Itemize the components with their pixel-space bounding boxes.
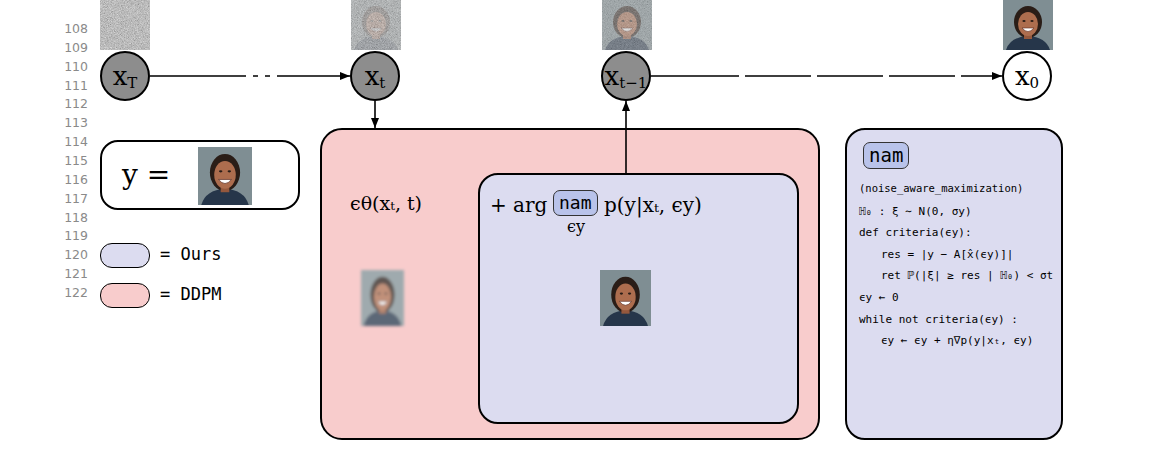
method-fullname: (noise_aware_maximization) (859, 182, 1023, 194)
ddpm-estimate-image (361, 270, 404, 326)
line-number: 120 (64, 247, 88, 262)
text-holder: ϵy ← 0 (859, 286, 899, 305)
noisy-sample-xt-1 (602, 0, 652, 50)
text-holder: 109 (50, 37, 88, 56)
code-line: res = |y − A[x̂(ϵy)]| (881, 248, 1013, 261)
text-holder: 108 (50, 18, 88, 37)
text-holder: = Ours (160, 244, 221, 264)
line-number: 117 (64, 191, 88, 206)
text-holder: ϵθ(xₜ, t) (350, 192, 422, 215)
algorithm-box: (noise_aware_maximization) ℍ₀ : ξ ∼ N(0, … (845, 128, 1063, 440)
legend-text: = DDPM (160, 284, 221, 304)
noisy-sample-xT (100, 0, 150, 50)
text-holder: ℍ₀ : ξ ∼ N(0, σy) (859, 200, 972, 219)
legend-swatch (100, 283, 150, 308)
state-circle: xt (350, 51, 400, 101)
line-number: 114 (64, 134, 88, 149)
state-circle: xt−1 (601, 51, 651, 101)
text-holder: 111 (50, 75, 88, 94)
text-holder: 119 (50, 225, 88, 244)
noise-prediction: ϵθ(xₜ, t) (350, 192, 422, 214)
line-number: 115 (64, 153, 88, 168)
legend-text: = Ours (160, 244, 221, 264)
state-symbol: x (365, 63, 380, 89)
text-holder: 112 (50, 93, 88, 112)
code-line: ϵy ← ϵy + η∇p(y|xₜ, ϵy) (881, 334, 1033, 347)
observation-label: y = (122, 158, 170, 191)
text-holder: ret ℙ(|ξ| ≥ res | ℍ₀) < σt (881, 264, 1053, 283)
state-symbol: x (1015, 63, 1030, 89)
code-line: def criteria(ϵy): (859, 226, 972, 239)
text-holder: 110 (50, 56, 88, 75)
text-holder: = DDPM (160, 284, 221, 304)
state-circle: xT (100, 51, 150, 101)
method-name: nam (869, 144, 903, 166)
text-holder: ϵy ← ϵy + η∇p(y|xₜ, ϵy) (881, 329, 1033, 348)
line-number: 110 (64, 59, 88, 74)
line-number: 109 (64, 40, 88, 55)
text-holder: ϵy (567, 217, 585, 236)
text-holder: + arg (490, 193, 547, 217)
text-holder: 115 (50, 150, 88, 169)
state-symbol: x (605, 63, 620, 89)
text-holder: 121 (50, 263, 88, 282)
guidance-term: + arg (490, 193, 547, 217)
line-number: 113 (64, 115, 88, 130)
line-number: 119 (64, 228, 88, 243)
text-holder: 120 (50, 244, 88, 263)
text-holder: while not criteria(ϵy) : (859, 308, 1018, 327)
text-holder: 118 (50, 207, 88, 226)
line-number: 111 (64, 78, 88, 93)
text-holder: p(y|xₜ, ϵy) (604, 193, 702, 217)
ddpm-step-box: ϵθ(xₜ, t) + arg p(y|xₜ, ϵy) ϵy nam (320, 128, 820, 440)
arrow-connector (651, 75, 1002, 77)
state-symbol: x (113, 63, 128, 89)
state-subscript: 0 (1030, 76, 1040, 91)
observation-image (198, 147, 252, 205)
clean-sample-x0 (1003, 0, 1053, 50)
state-subscript: t−1 (619, 76, 647, 91)
line-number: 122 (64, 285, 88, 300)
guidance-term: p(y|xₜ, ϵy) (604, 193, 702, 217)
nam-badge: nam (553, 190, 598, 216)
code-line: while not criteria(ϵy) : (859, 313, 1018, 326)
observation-box: y = (100, 140, 300, 210)
arrow-connector (150, 75, 350, 77)
arrow-connector (374, 101, 376, 128)
text-holder: 116 (50, 169, 88, 188)
state-subscript: t (379, 76, 385, 91)
state-circle: x0 (1002, 51, 1052, 101)
method-name: nam (559, 192, 592, 213)
nam-step-box: + arg p(y|xₜ, ϵy) ϵy nam (478, 173, 799, 424)
code-line: ℍ₀ : ξ ∼ N(0, σy) (859, 205, 972, 218)
text-holder: (noise_aware_maximization) (859, 177, 1023, 196)
text-holder: res = |y − A[x̂(ϵy)]| (881, 243, 1013, 262)
argument-variable: ϵy (567, 217, 585, 236)
text-holder: 117 (50, 188, 88, 207)
line-number: 116 (64, 172, 88, 187)
text-holder: def criteria(ϵy): (859, 221, 972, 240)
text-holder: y = (122, 158, 170, 192)
state-subscript: T (127, 76, 137, 91)
line-number: 108 (64, 21, 88, 36)
line-number: 121 (64, 266, 88, 281)
code-line: ϵy ← 0 (859, 291, 899, 304)
nam-badge: nam (863, 142, 909, 169)
noisy-sample-xt (351, 0, 401, 50)
text-holder: 122 (50, 282, 88, 301)
text-holder: 113 (50, 112, 88, 131)
legend-swatch (100, 243, 150, 268)
arrow-connector (625, 101, 627, 173)
line-number: 118 (64, 210, 88, 225)
code-line: ret ℙ(|ξ| ≥ res | ℍ₀) < σt (881, 269, 1053, 282)
line-number: 112 (64, 96, 88, 111)
nam-estimate-image (600, 270, 651, 326)
text-holder: 114 (50, 131, 88, 150)
